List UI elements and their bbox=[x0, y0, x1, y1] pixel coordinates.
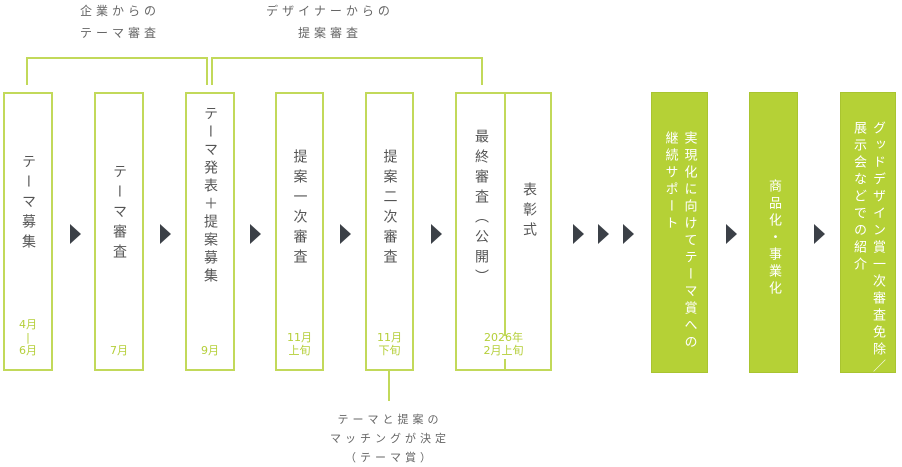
outcome-gdaward: グッドデザイン賞一次審査免除／展示会などでの紹介 bbox=[840, 92, 896, 376]
outcome-label: グッドデザイン賞一次審査免除／展示会などでの紹介 bbox=[851, 121, 885, 376]
step-first-review: 提案一次審査 11月上旬 bbox=[275, 92, 324, 371]
divider bbox=[504, 359, 506, 371]
arrow-right-icon bbox=[623, 224, 634, 244]
award-label: 表彰式 bbox=[521, 182, 537, 242]
step-date: 9月 bbox=[201, 344, 219, 357]
step-label: テーマ募集 bbox=[20, 154, 36, 254]
step-label: テーマ発表＋提案募集 bbox=[202, 106, 218, 286]
arrow-right-icon bbox=[250, 224, 261, 244]
designer-review-caption: デザイナーからの提案審査 bbox=[266, 4, 394, 40]
step-date: 7月 bbox=[110, 344, 128, 357]
arrow-right-icon bbox=[573, 224, 584, 244]
matching-caption: テーマと提案のマッチングが決定（テーマ賞） bbox=[330, 413, 450, 464]
arrow-right-icon bbox=[431, 224, 442, 244]
arrow-right-icon bbox=[70, 224, 81, 244]
step-theme-recruit: テーマ募集 4月|6月 bbox=[3, 92, 53, 371]
designer-bracket bbox=[211, 57, 483, 85]
outcome-label: 商品化・事業化 bbox=[766, 179, 781, 298]
step-theme-announce: テーマ発表＋提案募集 9月 bbox=[185, 92, 235, 371]
step-date: 4月|6月 bbox=[19, 318, 37, 357]
arrow-right-icon bbox=[814, 224, 825, 244]
arrow-right-icon bbox=[726, 224, 737, 244]
company-review-caption: 企業からのテーマ審査 bbox=[79, 4, 160, 40]
step-second-review: 提案二次審査 11月下旬 bbox=[365, 92, 414, 371]
step-label: 提案一次審査 bbox=[291, 149, 308, 269]
outcome-support: 実現化に向けてテーマ賞への継続サポート bbox=[651, 92, 708, 373]
step-date: 11月上旬 bbox=[287, 331, 312, 357]
step-theme-review: テーマ審査 7月 bbox=[94, 92, 144, 371]
step-label: 提案二次審査 bbox=[381, 149, 398, 269]
matching-connector bbox=[388, 371, 390, 401]
outcome-label: 実現化に向けてテーマ賞への継続サポート bbox=[662, 131, 697, 352]
arrow-right-icon bbox=[340, 224, 351, 244]
arrow-right-icon bbox=[598, 224, 609, 244]
divider bbox=[504, 94, 506, 336]
step-label: テーマ審査 bbox=[111, 164, 127, 264]
step-label: 最終審査（公開） bbox=[473, 129, 489, 289]
company-bracket bbox=[26, 57, 208, 85]
outcome-commercialization: 商品化・事業化 bbox=[749, 92, 798, 373]
arrow-right-icon bbox=[160, 224, 171, 244]
step-date: 11月下旬 bbox=[377, 331, 402, 357]
